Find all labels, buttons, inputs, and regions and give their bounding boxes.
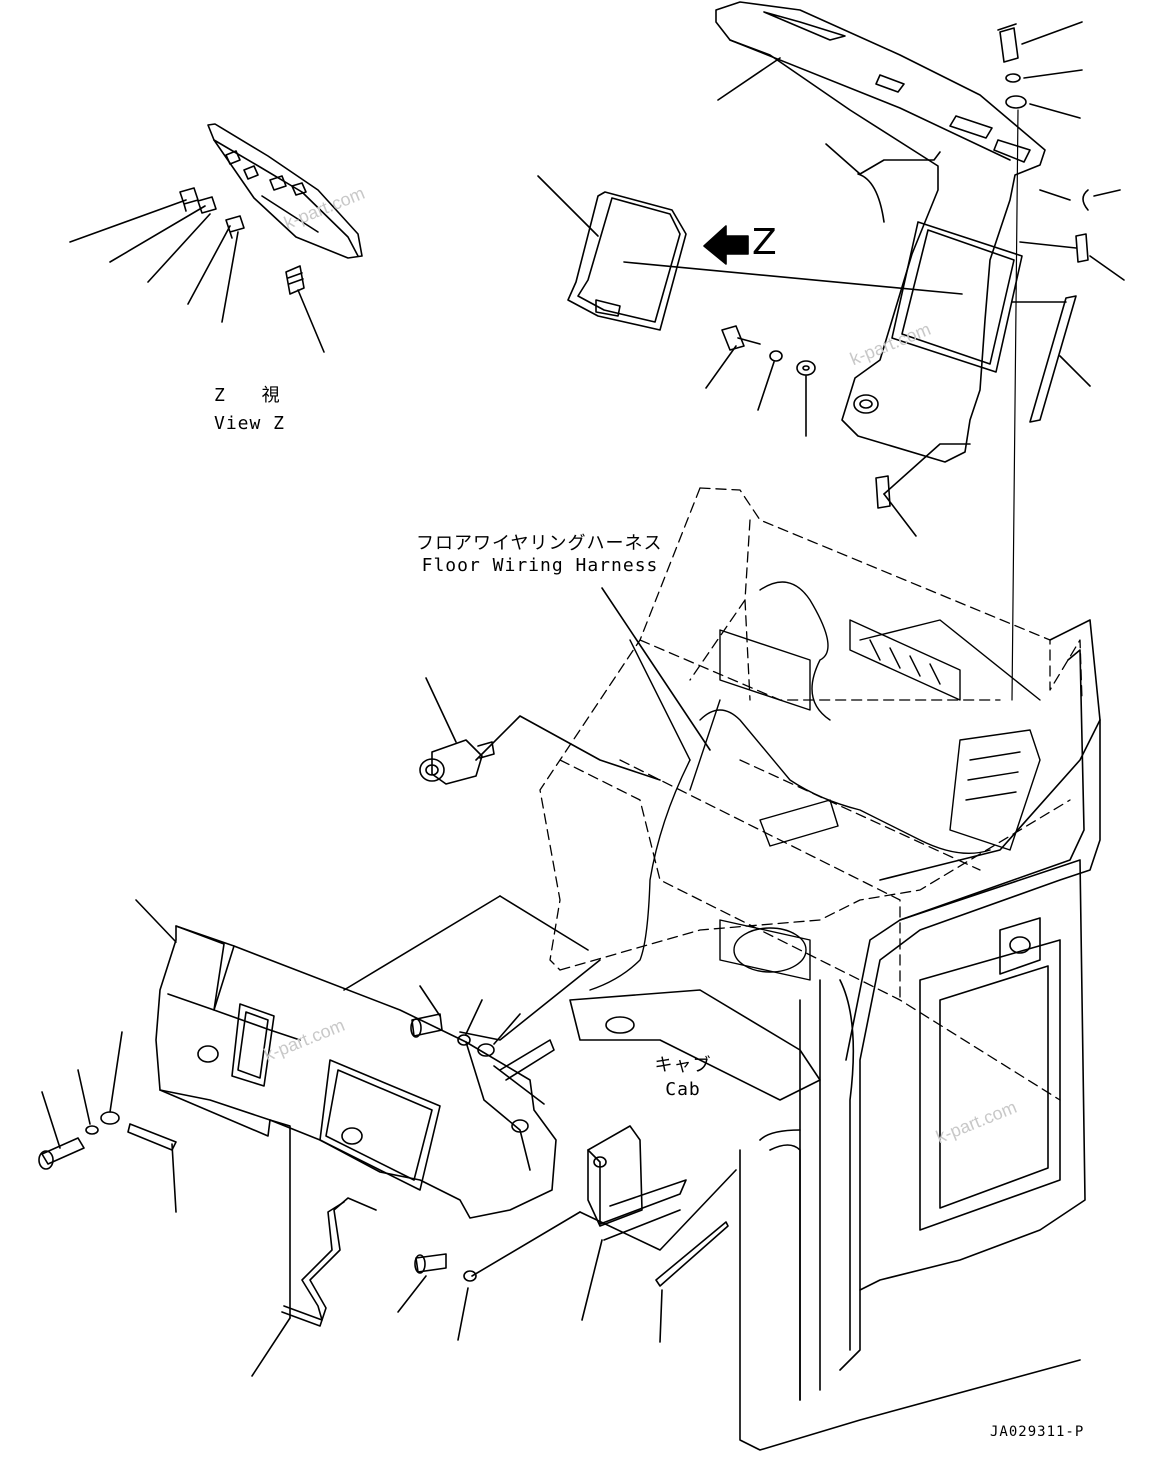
floor-wiring-harness — [589, 581, 1041, 991]
power-socket — [419, 677, 661, 785]
upper-rear-panel — [537, 1, 1125, 701]
cab-right-structure — [739, 619, 1101, 1451]
cab-label-en: Cab — [665, 1079, 701, 1100]
harness-label-en: Floor Wiring Harness — [421, 555, 659, 576]
cab-floor — [569, 989, 821, 1101]
arrow-z-label: Z — [752, 222, 777, 263]
harness-leader — [601, 587, 711, 751]
view-z-label-jp: Z 視 — [214, 385, 281, 406]
cab-label-jp: キャブ — [654, 1055, 712, 1076]
view-z-label-en: View Z — [214, 413, 286, 434]
view-z-assembly — [69, 123, 363, 353]
document-number: JA029311-P — [990, 1424, 1085, 1440]
harness-label-jp: フロアワイヤリングハーネス — [416, 533, 663, 554]
lower-rear-panel — [38, 895, 737, 1377]
